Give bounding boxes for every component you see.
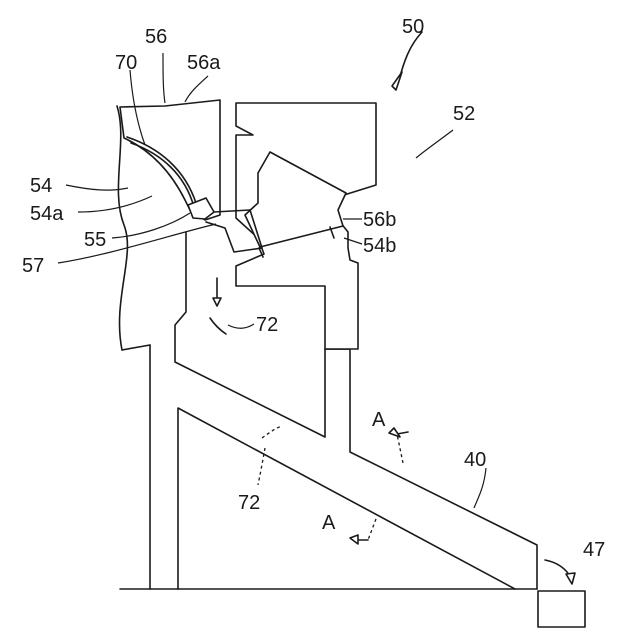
arrow-50-shaft (398, 32, 422, 84)
break-line-left (117, 106, 127, 350)
leader-57 (58, 224, 216, 263)
label-55: 55 (84, 229, 106, 251)
object-72-upper (210, 318, 226, 334)
label-40: 40 (464, 449, 486, 471)
leader-72-upper (228, 324, 254, 328)
section-a-upper-line (397, 434, 403, 463)
label-52: 52 (453, 103, 475, 125)
left-wall-step (122, 345, 150, 350)
label-56b: 56b (363, 209, 396, 231)
label-54b: 54b (363, 235, 396, 257)
label-50: 50 (402, 16, 424, 38)
leader-56a (185, 76, 208, 102)
object-72-lower (262, 426, 282, 438)
leader-56 (163, 53, 165, 103)
label-72-lower: 72 (238, 492, 260, 514)
leader-52 (416, 130, 453, 158)
section-a-lower-arrowhead (350, 535, 358, 544)
label-57: 57 (22, 255, 44, 277)
arrow-47-head (566, 573, 575, 584)
label-56a: 56a (187, 52, 221, 74)
arrow-50-head (392, 72, 402, 90)
label-47: 47 (583, 539, 605, 561)
label-70: 70 (115, 52, 137, 74)
label-54: 54 (30, 175, 52, 197)
section-a-lower-line (368, 519, 376, 540)
leader-54a (78, 196, 152, 212)
flow-arrow-head (213, 298, 221, 306)
leader-40 (474, 468, 486, 508)
receptacle-47 (538, 591, 585, 627)
label-54a: 54a (30, 203, 64, 225)
label-72-upper: 72 (256, 314, 278, 336)
label-section-a-upper: A (372, 409, 386, 431)
chute-lower-wall (178, 408, 515, 589)
label-56: 56 (145, 26, 167, 48)
label-section-a-lower: A (322, 512, 336, 534)
section-a-upper-arrowhead (389, 428, 400, 437)
